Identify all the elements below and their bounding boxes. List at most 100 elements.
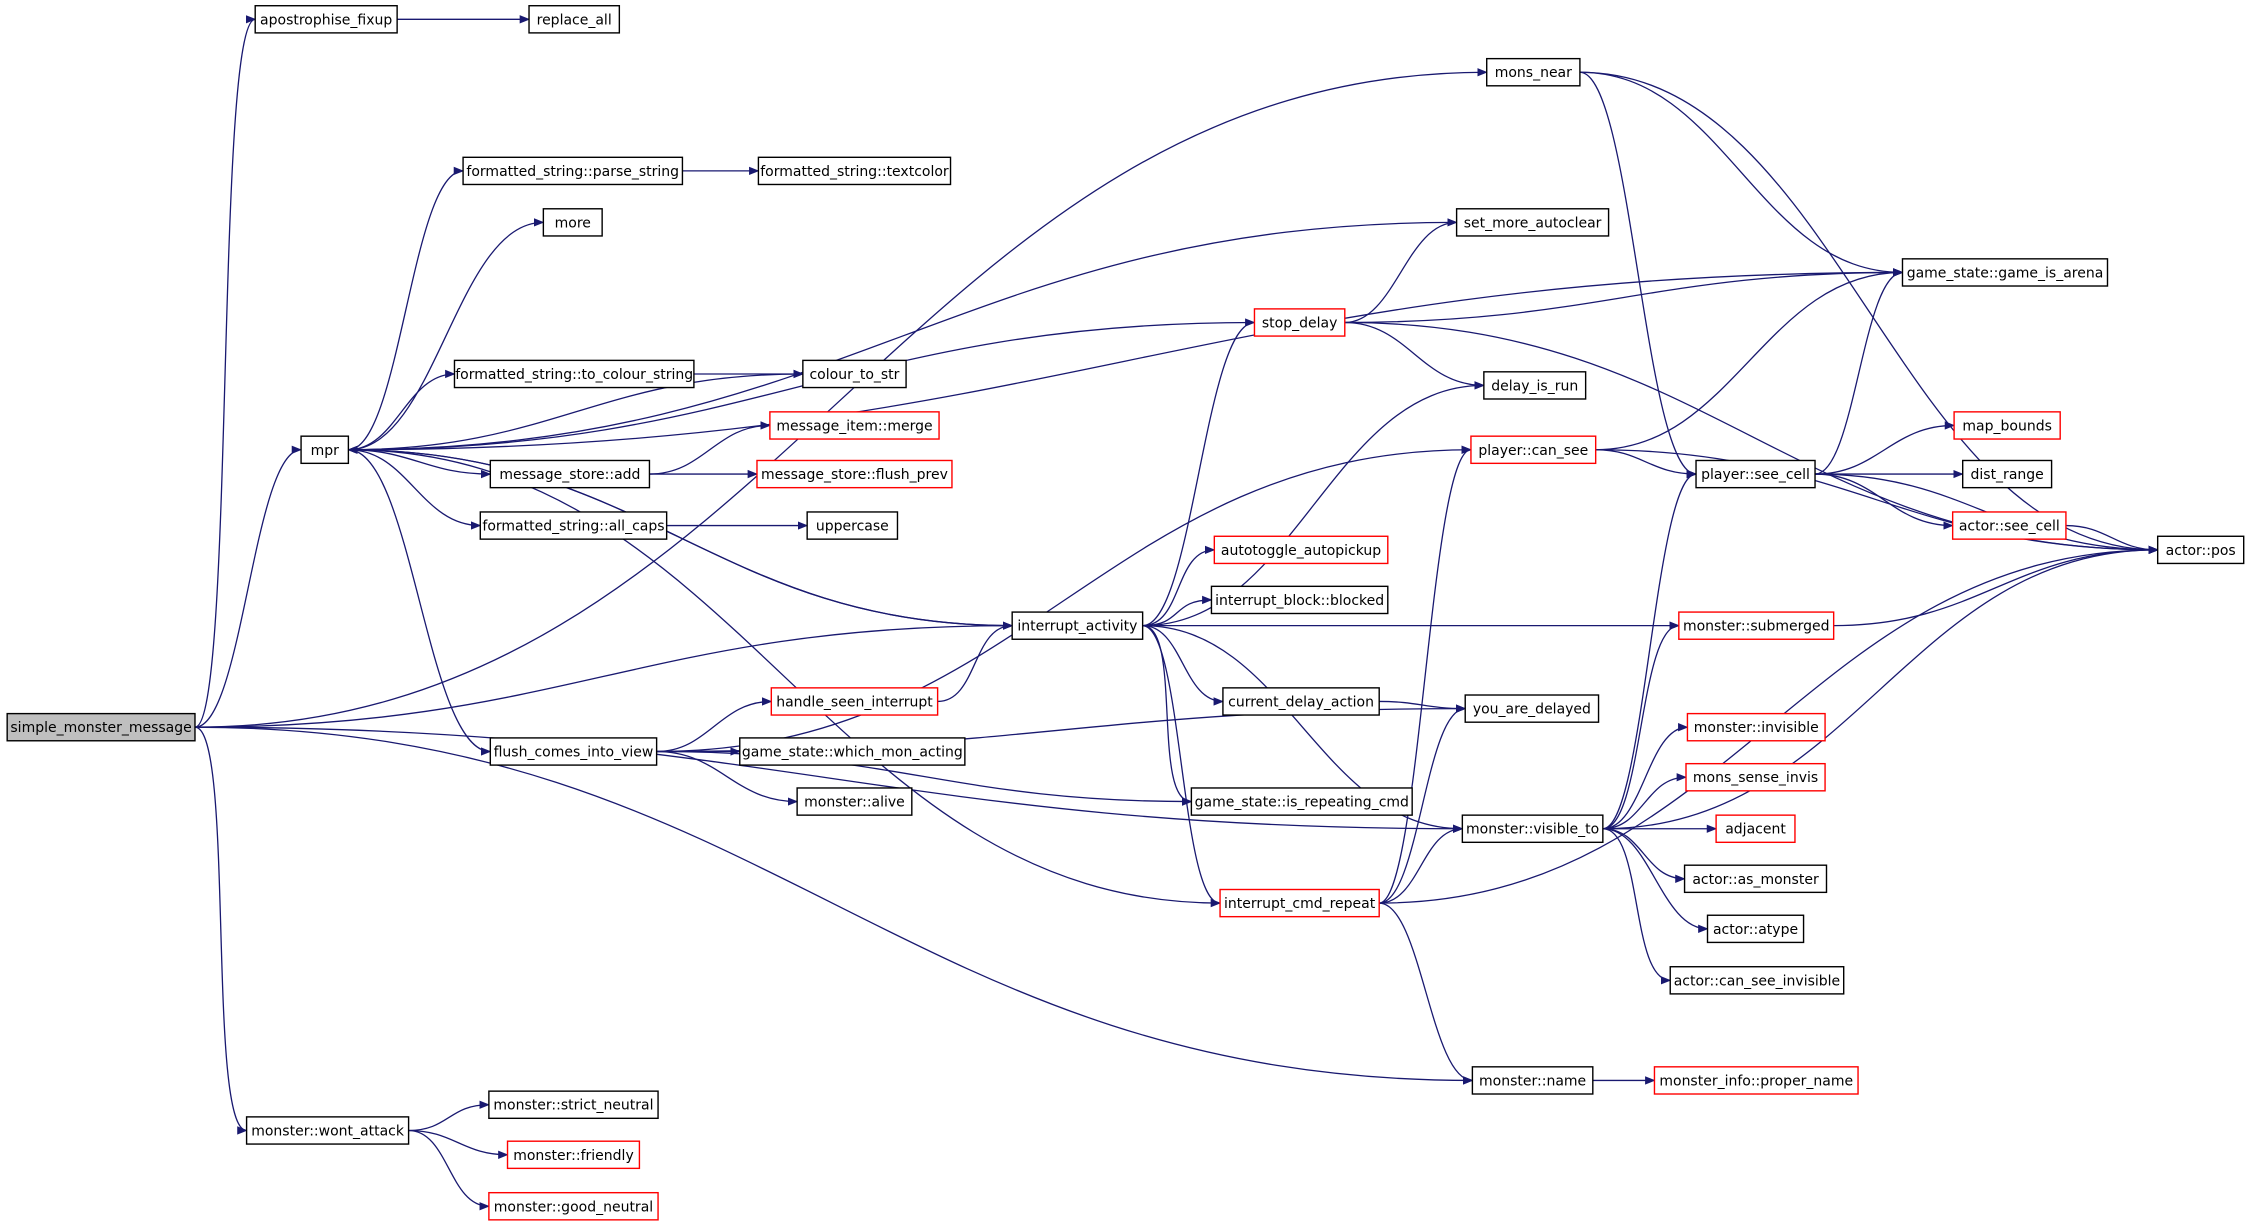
node-box[interactable] (1190, 787, 1413, 816)
node-monster-invisible[interactable]: monster::invisible (1686, 712, 1826, 742)
node-set-more-autoclear[interactable]: set_more_autoclear (1455, 208, 1610, 237)
node-box[interactable] (1953, 411, 2061, 440)
node-box[interactable] (1715, 814, 1796, 844)
node-game-is-arena[interactable]: game_state::game_is_arena (1901, 258, 2109, 287)
node-box[interactable] (488, 1090, 659, 1120)
node-which-mon-acting[interactable]: game_state::which_mon_acting (739, 737, 966, 766)
node-uppercase[interactable]: uppercase (806, 511, 899, 540)
node-box[interactable] (245, 1116, 410, 1145)
node-more[interactable]: more (542, 208, 603, 237)
node-box[interactable] (479, 511, 668, 540)
node-message-store-flush-prev[interactable]: message_store::flush_prev (756, 459, 953, 489)
node-box[interactable] (1464, 694, 1600, 723)
node-monster-alive[interactable]: monster::alive (796, 787, 913, 816)
node-actor-see-cell[interactable]: actor::see_cell (1951, 511, 2067, 540)
node-actor-atype[interactable]: actor::atype (1706, 914, 1805, 944)
node-box[interactable] (489, 737, 658, 766)
node-mons-sense-invis[interactable]: mons_sense_invis (1685, 762, 1826, 792)
node-you-are-delayed[interactable]: you_are_delayed (1464, 694, 1600, 723)
node-box[interactable] (2156, 535, 2245, 565)
node-replace-all[interactable]: replace_all (528, 5, 621, 34)
node-box[interactable] (796, 787, 913, 816)
node-monster-strict-neutral[interactable]: monster::strict_neutral (488, 1090, 659, 1120)
node-box[interactable] (757, 156, 952, 186)
node-actor-pos[interactable]: actor::pos (2156, 535, 2245, 565)
node-monster-friendly[interactable]: monster::friendly (506, 1140, 641, 1170)
node-monster-name[interactable]: monster::name (1471, 1066, 1594, 1095)
node-autotoggle-autopickup[interactable]: autotoggle_autopickup (1213, 535, 1389, 565)
node-simple-monster-message[interactable]: simple_monster_message (6, 712, 196, 742)
node-box[interactable] (1470, 435, 1597, 465)
node-colour-to-str[interactable]: colour_to_str (802, 359, 907, 389)
node-actor-can-see-invisible[interactable]: actor::can_see_invisible (1669, 966, 1845, 995)
node-monster-info-proper-name[interactable]: monster_info::proper_name (1653, 1066, 1859, 1095)
node-box[interactable] (453, 359, 695, 389)
node-box[interactable] (1253, 308, 1346, 337)
node-box[interactable] (1686, 712, 1826, 742)
node-interrupt-block-blocked[interactable]: interrupt_block::blocked (1210, 585, 1389, 615)
node-actor-as-monster[interactable]: actor::as_monster (1683, 864, 1828, 894)
node-fs-textcolor[interactable]: formatted_string::textcolor (757, 156, 952, 186)
node-box[interactable] (488, 1191, 659, 1221)
node-box[interactable] (806, 511, 899, 540)
node-box[interactable] (1222, 687, 1380, 716)
node-box[interactable] (739, 737, 966, 766)
node-fs-parse-string[interactable]: formatted_string::parse_string (462, 156, 684, 186)
node-is-repeating-cmd[interactable]: game_state::is_repeating_cmd (1190, 787, 1413, 816)
node-box[interactable] (770, 687, 939, 716)
node-box[interactable] (1695, 459, 1816, 489)
node-box[interactable] (254, 5, 398, 34)
node-mons-near[interactable]: mons_near (1486, 57, 1581, 87)
node-box[interactable] (1011, 611, 1144, 640)
node-fs-to-colour-string[interactable]: formatted_string::to_colour_string (453, 359, 695, 389)
node-box[interactable] (506, 1140, 641, 1170)
node-flush-comes-into-view[interactable]: flush_comes_into_view (489, 737, 658, 766)
node-box[interactable] (528, 5, 621, 34)
node-box[interactable] (1678, 611, 1835, 640)
node-adjacent[interactable]: adjacent (1715, 814, 1796, 844)
node-box[interactable] (1669, 966, 1845, 995)
node-box[interactable] (1706, 914, 1805, 944)
node-box[interactable] (542, 208, 603, 237)
node-box[interactable] (1219, 888, 1380, 918)
node-message-item-merge[interactable]: message_item::merge (769, 411, 940, 440)
node-box[interactable] (1483, 371, 1587, 400)
node-box[interactable] (1951, 511, 2067, 540)
node-box[interactable] (1901, 258, 2109, 287)
node-interrupt-cmd-repeat[interactable]: interrupt_cmd_repeat (1219, 888, 1380, 918)
node-monster-visible-to[interactable]: monster::visible_to (1461, 814, 1604, 844)
node-player-can-see[interactable]: player::can_see (1470, 435, 1597, 465)
node-current-delay-action[interactable]: current_delay_action (1222, 687, 1380, 716)
node-fs-all-caps[interactable]: formatted_string::all_caps (479, 511, 668, 540)
node-monster-good-neutral[interactable]: monster::good_neutral (488, 1191, 659, 1221)
node-box[interactable] (1683, 864, 1828, 894)
node-monster-wont-attack[interactable]: monster::wont_attack (245, 1116, 410, 1145)
node-box[interactable] (300, 435, 350, 465)
node-box[interactable] (769, 411, 940, 440)
node-box[interactable] (1213, 535, 1389, 565)
node-stop-delay[interactable]: stop_delay (1253, 308, 1346, 337)
node-box[interactable] (1210, 585, 1389, 615)
node-box[interactable] (462, 156, 684, 186)
node-box[interactable] (1961, 459, 2053, 489)
node-map-bounds[interactable]: map_bounds (1953, 411, 2061, 440)
node-box[interactable] (1486, 57, 1581, 87)
node-box[interactable] (1685, 762, 1826, 792)
node-handle-seen-interrupt[interactable]: handle_seen_interrupt (770, 687, 939, 716)
node-box[interactable] (1461, 814, 1604, 844)
node-box[interactable] (802, 359, 907, 389)
node-mpr[interactable]: mpr (300, 435, 350, 465)
node-box[interactable] (756, 459, 953, 489)
node-box[interactable] (1653, 1066, 1859, 1095)
node-box[interactable] (489, 459, 651, 489)
node-box[interactable] (6, 712, 196, 742)
node-message-store-add[interactable]: message_store::add (489, 459, 651, 489)
node-interrupt-activity[interactable]: interrupt_activity (1011, 611, 1144, 640)
node-apostrophise-fixup[interactable]: apostrophise_fixup (254, 5, 398, 34)
node-player-see-cell[interactable]: player::see_cell (1695, 459, 1816, 489)
node-delay-is-run[interactable]: delay_is_run (1483, 371, 1587, 400)
node-dist-range[interactable]: dist_range (1961, 459, 2053, 489)
node-box[interactable] (1455, 208, 1610, 237)
node-monster-submerged[interactable]: monster::submerged (1678, 611, 1835, 640)
node-box[interactable] (1471, 1066, 1594, 1095)
